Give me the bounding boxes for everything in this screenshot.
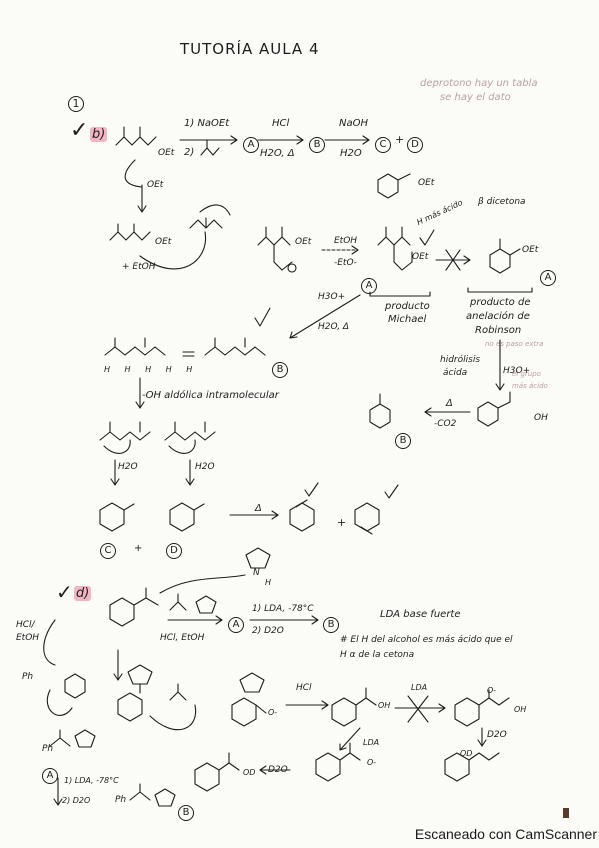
oet-label-3: OEt — [418, 178, 435, 188]
producto-robinson-1: producto de — [470, 297, 531, 308]
reagent-2: 2) — [184, 147, 195, 158]
aldol-label: -OH aldólica intramolecular — [142, 390, 279, 401]
problem-number: 1 — [68, 92, 84, 112]
step-eto-minus: -EtO- — [334, 258, 357, 268]
o-minus-1: O- — [268, 708, 278, 717]
b-circle-decarb: B — [395, 428, 411, 449]
plus-final-2: + — [337, 516, 347, 529]
producto-michael-1: producto — [385, 301, 430, 312]
ph-label-1: Ph — [42, 744, 54, 754]
delta-final: Δ — [255, 503, 262, 514]
part-d-label: d) — [74, 586, 92, 601]
a-circle-michael: A — [361, 273, 377, 294]
robinson-note-2: el grupo — [512, 370, 541, 378]
h2o-label-2: H2O — [195, 462, 215, 472]
hcl-etoh-side-1: HCl/ — [16, 620, 35, 630]
oh-label-d1: OH — [378, 701, 391, 710]
a-circle-d: A — [228, 612, 244, 633]
decarb-delta: Δ — [446, 398, 453, 409]
faint-note-2: se hay el dato — [440, 92, 511, 103]
hcl-label-d: HCl — [296, 683, 312, 693]
oet-label-1: OEt — [158, 148, 175, 158]
hidrolisis-2: ácida — [443, 368, 468, 378]
h2o-delta-label: H2O, Δ — [318, 322, 350, 332]
oet-label-5: OEt — [295, 237, 312, 247]
reagent-d2o-1: 2) D2O — [252, 626, 284, 636]
plus-final-1: + — [134, 543, 143, 554]
lda-label-d1: LDA — [411, 683, 428, 692]
n-label-1: N — [253, 568, 260, 578]
oh-label-d2: OH — [514, 705, 527, 714]
oet-label-7: OEt — [522, 245, 539, 255]
h3o-label-2: H3O+ — [503, 366, 531, 376]
o-minus-3: O- — [367, 758, 377, 767]
h2o-label-1: H2O — [118, 462, 138, 472]
alcohol-note-2: H α de la cetona — [340, 650, 415, 660]
b-circle-d: B — [323, 612, 339, 633]
hh-row: H H H H H — [104, 365, 199, 374]
note-dicetona: β dicetona — [478, 197, 526, 207]
reagent-hcl: HCl — [272, 118, 290, 129]
final-d-circle: D — [166, 538, 182, 559]
b-circle-d-bottom: B — [178, 800, 194, 821]
oh-label-b: OH — [534, 413, 548, 423]
lda-note: LDA base fuerte — [380, 609, 461, 620]
product-a-circle: A — [243, 132, 259, 153]
check-mark-d-icon: ✓ — [56, 580, 73, 604]
reagent-naoet: 1) NaOEt — [184, 118, 230, 129]
product-c-circle: C — [375, 132, 391, 153]
ph-label-3: Ph — [22, 672, 34, 682]
alcohol-note-1: # El H del alcohol es más ácido que el — [340, 635, 513, 645]
note-h-mas-acido: H más ácido — [415, 197, 465, 228]
producto-robinson-3: Robinson — [475, 325, 522, 336]
final-c-circle: C — [100, 538, 116, 559]
reagent-h2o-delta: H2O, Δ — [260, 148, 295, 159]
h3o-label-1: H3O+ — [318, 292, 346, 302]
final-lda: 1) LDA, -78°C — [64, 776, 119, 785]
final-d2o: 2) D2O — [62, 796, 91, 805]
o-minus-2: O- — [487, 686, 497, 695]
step-etoh: EtOH — [334, 236, 358, 246]
decarb-co2: -CO2 — [434, 419, 457, 429]
scanner-watermark: Escaneado con CamScanner — [414, 826, 597, 842]
part-b-label: b) — [90, 127, 108, 142]
reagents-hcl-etoh: HCl, EtOH — [160, 633, 205, 643]
d2o-label-d1: D2O — [487, 730, 507, 740]
od-label-1: OD — [243, 768, 256, 777]
hidrolisis-1: hidrólisis — [440, 355, 481, 365]
reagent-naoh: NaOH — [339, 118, 368, 129]
etoh-label: + EtOH — [122, 262, 156, 272]
hcl-etoh-side-2: EtOH — [16, 633, 40, 643]
b-circle-aldol: B — [272, 357, 288, 378]
robinson-note-1: no es paso extra — [485, 340, 544, 348]
od-label-2: OD — [460, 749, 473, 758]
oet-label-2: OEt — [147, 180, 164, 190]
lda-label-d2: LDA — [363, 738, 380, 747]
reagent-h2o: H2O — [340, 148, 362, 159]
ph-label-2: Ph — [115, 795, 127, 805]
page-title: TUTORÍA AULA 4 — [180, 40, 320, 58]
product-b-circle: B — [309, 132, 325, 153]
producto-michael-2: Michael — [388, 314, 427, 325]
a-circle-d-bottom: A — [42, 763, 58, 784]
d2o-label-d2: D2O — [268, 765, 288, 775]
oet-label-4: OEt — [155, 237, 172, 247]
oet-label-6: OEt — [412, 252, 429, 262]
faint-note-1: deprotono hay un tabla — [420, 78, 538, 89]
check-mark-icon: ✓ — [70, 118, 89, 143]
robinson-note-3: más ácido — [512, 382, 548, 390]
product-d-circle: D — [407, 132, 423, 153]
plus-sign: + — [395, 133, 405, 146]
producto-robinson-2: anelación de — [466, 311, 530, 322]
reagent-lda-1: 1) LDA, -78°C — [252, 604, 314, 614]
h-label-1: H — [265, 578, 272, 587]
a-circle-robinson: A — [540, 265, 556, 286]
